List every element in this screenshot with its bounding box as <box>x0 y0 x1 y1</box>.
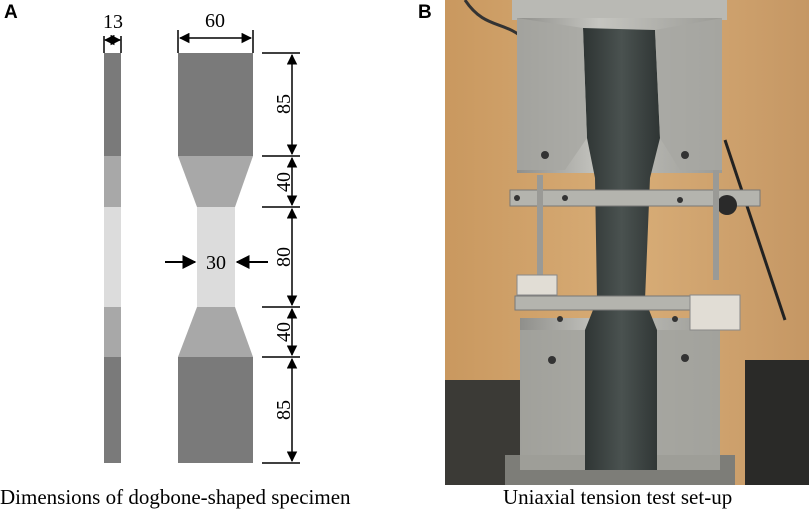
test-setup-photo <box>445 0 809 485</box>
grip-width-dimension: 60 <box>177 10 254 53</box>
specimen-dimension-diagram: 13 60 30 85 40 80 40 85 <box>103 10 300 464</box>
length-dimension-chain: 85 40 80 40 85 <box>262 52 300 464</box>
panel-b-caption: Uniaxial tension test set-up <box>503 485 733 509</box>
bottom-grip-length-label: 85 <box>273 400 295 420</box>
neck-width-dimension: 30 <box>165 252 268 274</box>
panel-a-label: A <box>4 2 18 23</box>
panel-a-caption: Dimensions of dogbone-shaped specimen <box>0 485 351 509</box>
top-taper-length-label: 40 <box>273 172 295 192</box>
top-grip-length-label: 85 <box>273 94 295 114</box>
specimen-side-view <box>104 53 121 463</box>
panel-b-label: B <box>418 2 432 23</box>
thickness-label: 13 <box>103 11 123 33</box>
specimen-front-view <box>178 53 253 463</box>
thickness-dimension: 13 <box>103 11 123 53</box>
bottom-taper-length-label: 40 <box>273 322 295 342</box>
gauge-length-label: 80 <box>273 247 295 267</box>
neck-width-label: 30 <box>206 252 226 274</box>
grip-width-label: 60 <box>205 10 225 32</box>
